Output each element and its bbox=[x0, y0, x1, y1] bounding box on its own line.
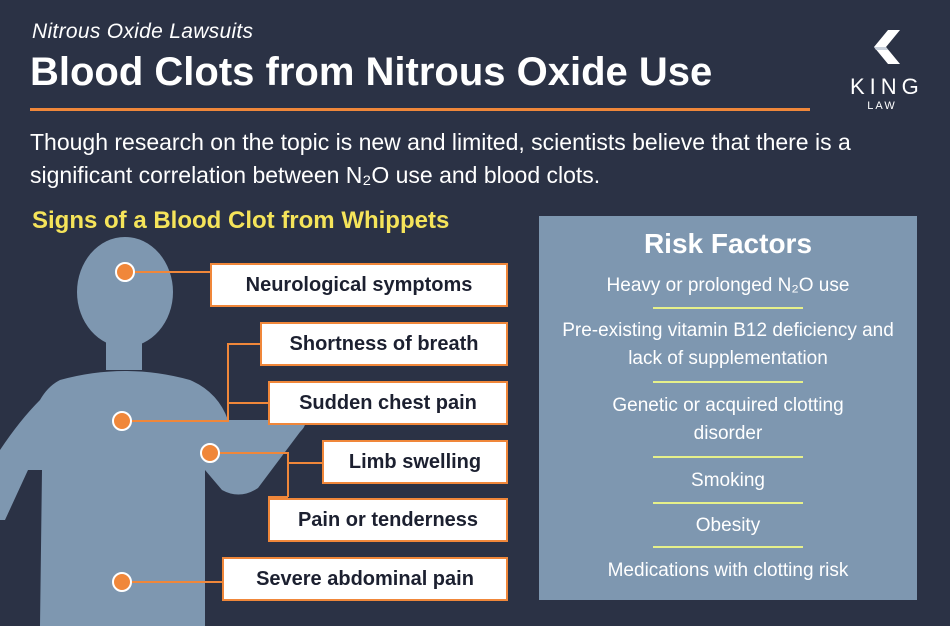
risk-divider bbox=[653, 546, 803, 548]
risk-item: Heavy or prolonged N₂O use bbox=[606, 275, 850, 296]
risk-item: Pre-existing vitamin B12 deficiency and … bbox=[562, 320, 894, 369]
silhouette-neck bbox=[106, 338, 142, 370]
sign-neurological: Neurological symptoms bbox=[210, 263, 508, 307]
logo-subtext: LAW bbox=[867, 100, 897, 112]
king-law-logo: KING LAW bbox=[850, 28, 924, 112]
risk-item: Medications with clotting risk bbox=[607, 560, 849, 581]
sign-shortness-of-breath: Shortness of breath bbox=[260, 322, 508, 366]
chevron-icon bbox=[874, 30, 900, 64]
logo-wordmark: KING bbox=[850, 74, 924, 99]
connector-lines bbox=[122, 271, 322, 583]
risk-divider bbox=[653, 456, 803, 458]
title-underline bbox=[30, 108, 810, 111]
page-title: Blood Clots from Nitrous Oxide Use bbox=[30, 50, 713, 94]
human-silhouette bbox=[0, 237, 322, 626]
arm-dot bbox=[200, 443, 220, 463]
silhouette-body bbox=[0, 371, 305, 626]
sign-pain-tenderness: Pain or tenderness bbox=[268, 498, 508, 542]
page-subtitle: Nitrous Oxide Lawsuits bbox=[32, 20, 254, 43]
intro-paragraph: Though research on the topic is new and … bbox=[30, 129, 851, 188]
marker-dots bbox=[112, 262, 220, 592]
sign-abdominal-pain: Severe abdominal pain bbox=[222, 557, 508, 601]
risk-divider bbox=[653, 381, 803, 383]
silhouette-head bbox=[77, 237, 173, 347]
risk-divider bbox=[653, 307, 803, 309]
risk-factors-title: Risk Factors bbox=[643, 228, 813, 259]
risk-factors-panel: Risk Factors Heavy or prolonged N₂O use … bbox=[539, 216, 917, 600]
signs-heading: Signs of a Blood Clot from Whippets bbox=[32, 207, 450, 234]
risk-divider bbox=[653, 502, 803, 504]
head-dot bbox=[115, 262, 135, 282]
sign-chest-pain: Sudden chest pain bbox=[268, 381, 508, 425]
risk-item: Smoking bbox=[691, 470, 765, 491]
risk-item: Obesity bbox=[695, 515, 761, 536]
chest-dot bbox=[112, 411, 132, 431]
abdomen-dot bbox=[112, 572, 132, 592]
sign-limb-swelling: Limb swelling bbox=[322, 440, 508, 484]
risk-item: Genetic or acquired clotting disorder bbox=[612, 395, 844, 444]
